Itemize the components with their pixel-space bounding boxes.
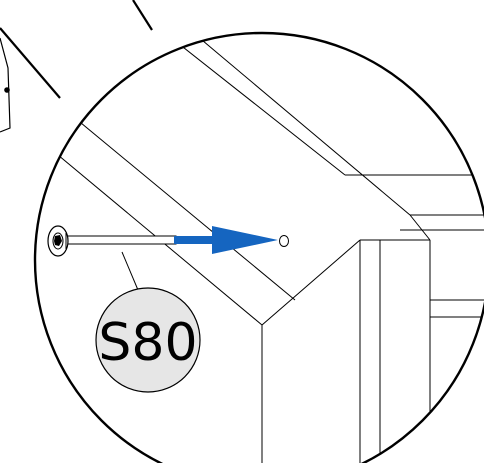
back-panel-lines: [154, 33, 411, 216]
top-panel: [39, 117, 430, 326]
side-panel: [261, 240, 431, 468]
hex-socket-screw-icon: [47, 225, 177, 257]
shelf-lines: [345, 174, 484, 318]
part-label-bubble: S80: [95, 287, 201, 393]
insertion-direction-arrow-icon: [174, 226, 278, 254]
zoom-circle: [33, 31, 484, 468]
zoom-detail: [39, 33, 484, 468]
background-panel-fragment: [0, 37, 11, 133]
part-label-leader: [121, 251, 139, 291]
part-label: S80: [98, 313, 197, 373]
pilot-hole-icon: [279, 235, 289, 247]
zoom-callout-lines: [0, 0, 153, 99]
